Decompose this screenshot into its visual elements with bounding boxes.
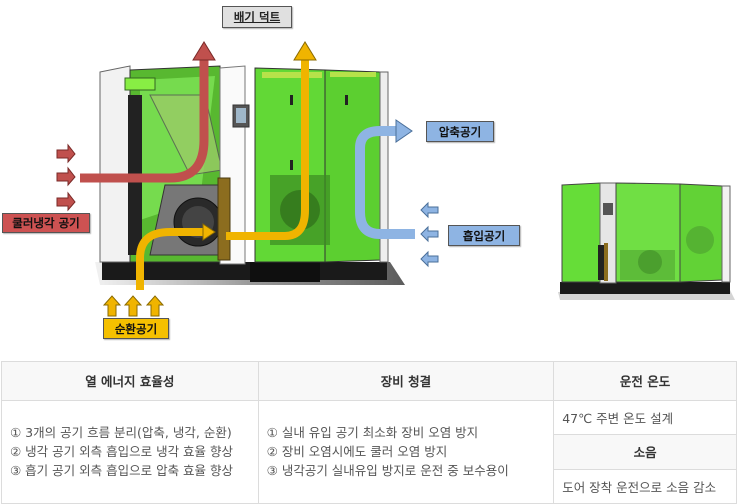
- circulating-air-arrows: [102, 295, 165, 317]
- cooler-inlet-arrow-2: [56, 166, 76, 187]
- cooler-air-label: 쿨러냉각 공기: [2, 213, 90, 233]
- spec-table: 열 에너지 효율성 장비 청결 운전 온도 ① 3개의 공기 흐름 분리(압축,…: [1, 361, 737, 504]
- cooler-inlet-arrow-1: [56, 143, 76, 164]
- efficiency-item: ③ 흡기 공기 외측 흡입으로 압축 효율 향상: [10, 463, 234, 479]
- cleanliness-list: ① 실내 유입 공기 최소화 장비 오염 방지 ② 장비 오염시에도 쿨러 오염…: [257, 399, 555, 504]
- spec-table-row: ① 3개의 공기 흐름 분리(압축, 냉각, 순환) ② 냉각 공기 외측 흡입…: [1, 399, 737, 504]
- cooler-flow-path: [80, 58, 209, 183]
- exhaust-duct-label: 배기 덕트: [222, 6, 292, 28]
- intake-arrow-2: [420, 225, 439, 243]
- noise-value: 도어 장착 운전으로 소음 감소: [553, 468, 737, 504]
- cooler-air-arrows: [56, 143, 76, 212]
- circulate-flow-path-2: [226, 58, 309, 240]
- circulate-inlet-arrow-3: [145, 295, 165, 317]
- exhaust-arrowhead-red: [192, 41, 216, 61]
- compressor-illustration: [56, 41, 735, 317]
- circulate-arrowhead-inner: [202, 223, 216, 241]
- circulating-air-label: 순환공기: [103, 318, 169, 339]
- cleanliness-item: ③ 냉각공기 실내유입 방지로 운전 중 보수용이: [266, 463, 509, 479]
- cleanliness-item: ② 장비 오염시에도 쿨러 오염 방지: [266, 444, 448, 460]
- compressed-arrowhead: [395, 119, 413, 143]
- intake-arrow-1: [420, 201, 439, 219]
- circulate-inlet-arrow-1: [102, 295, 122, 317]
- header-thermal-efficiency: 열 에너지 효율성: [1, 361, 259, 401]
- compressed-flow-path: [355, 126, 415, 239]
- circulate-flow-path-1: [136, 228, 205, 290]
- intake-arrow-3: [420, 250, 439, 268]
- operating-temp-value: 47℃ 주변 온도 설계: [553, 399, 737, 436]
- header-noise: 소음: [553, 434, 737, 470]
- airflow-diagram: 배기 덕트 쿨러냉각 공기 압축공기 흡입공기 순환공기: [2, 6, 735, 339]
- exhaust-arrowhead-yellow: [293, 41, 317, 61]
- cooler-inlet-arrow-3: [56, 191, 76, 212]
- compressed-air-label: 압축공기: [426, 121, 494, 142]
- header-operating-temperature: 운전 온도: [553, 361, 737, 401]
- intake-air-label: 흡입공기: [448, 225, 520, 246]
- header-equipment-cleanliness: 장비 청결: [257, 361, 555, 401]
- circulate-inlet-arrow-2: [123, 295, 143, 317]
- spec-table-header-row: 열 에너지 효율성 장비 청결 운전 온도: [1, 361, 737, 401]
- efficiency-list: ① 3개의 공기 흐름 분리(압축, 냉각, 순환) ② 냉각 공기 외측 흡입…: [1, 399, 259, 504]
- efficiency-item: ② 냉각 공기 외측 흡입으로 냉각 효율 향상: [10, 444, 234, 460]
- spec-table-row: 도어 장착 운전으로 소음 감소: [2, 468, 737, 504]
- efficiency-item: ① 3개의 공기 흐름 분리(압축, 냉각, 순환): [10, 425, 232, 441]
- secondary-compressor-unit: [558, 182, 735, 300]
- main-compressor-unit: [99, 65, 389, 282]
- cleanliness-item: ① 실내 유입 공기 최소화 장비 오염 방지: [266, 425, 479, 441]
- intake-air-arrows: [420, 201, 439, 268]
